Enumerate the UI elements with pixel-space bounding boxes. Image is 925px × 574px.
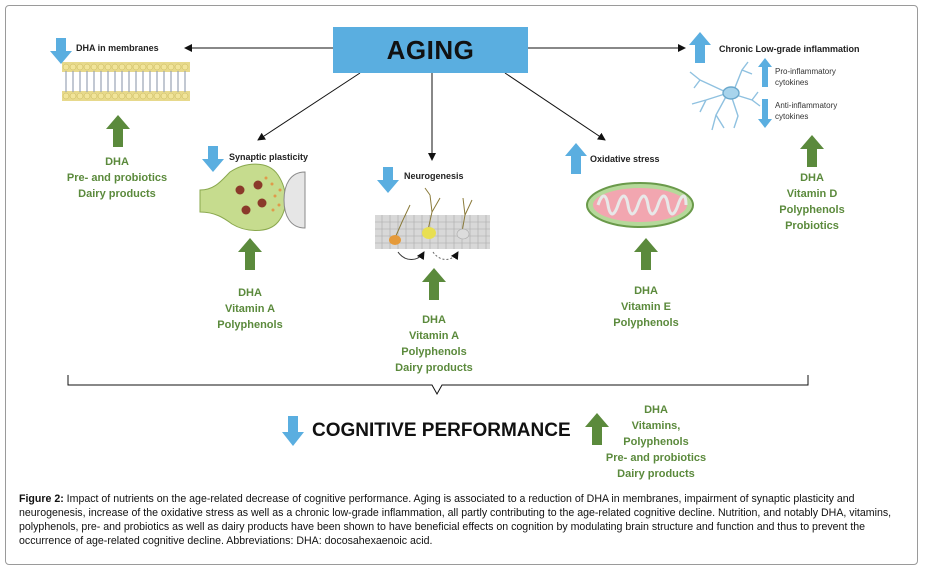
inflammation-nutrients: DHA Vitamin D Polyphenols Probiotics xyxy=(762,170,862,234)
nutrient-item: Polyphenols xyxy=(613,317,679,329)
nutrient-item: Dairy products xyxy=(78,188,156,200)
membranes-nutrients: DHA Pre- and probiotics Dairy products xyxy=(52,154,182,202)
mitochondrion-illustration xyxy=(586,182,694,228)
nutrient-item: Polyphenols xyxy=(623,436,689,448)
nutrient-item: Vitamins, xyxy=(631,420,681,432)
summary-bracket xyxy=(67,375,809,396)
nutrient-item: Vitamin A xyxy=(408,330,460,342)
synaptic-nutrients: DHA Vitamin A Polyphenols xyxy=(200,285,300,333)
nutrient-item: Dairy products xyxy=(617,468,695,480)
aging-box: AGING xyxy=(333,27,528,73)
blue-up-arrows xyxy=(565,32,772,174)
figure-caption: Figure 2: Impact of nutrients on the age… xyxy=(19,492,907,548)
nutrient-item: DHA xyxy=(238,287,262,299)
nutrient-item: Vitamin A xyxy=(224,303,276,315)
nutrient-item: DHA xyxy=(800,172,824,184)
nutrient-item: Probiotics xyxy=(785,220,839,232)
membranes-label: DHA in membranes xyxy=(76,43,159,53)
pro-inflammatory-label: Pro-inflammatory cytokines xyxy=(775,67,836,87)
nutrient-item: Pre- and probiotics xyxy=(66,172,168,184)
neurogenesis-illustration xyxy=(375,187,490,261)
neurogenesis-label: Neurogenesis xyxy=(404,171,464,181)
microglia-illustration xyxy=(689,61,761,131)
nutrient-item: Polyphenols xyxy=(779,204,845,216)
nutrient-item: DHA xyxy=(105,156,129,168)
nutrient-item: Dairy products xyxy=(395,362,473,374)
oxidative-label: Oxidative stress xyxy=(590,154,660,164)
cognitive-performance-label: COGNITIVE PERFORMANCE xyxy=(312,420,571,441)
anti-inflammatory-label: Anti-inflammatory cytokines xyxy=(775,101,838,121)
nutrient-item: Vitamin E xyxy=(621,301,671,313)
nutrient-item: Pre- and probiotics xyxy=(605,452,707,464)
figure-label: Figure 2: xyxy=(19,493,64,505)
synaptic-label: Synaptic plasticity xyxy=(229,152,309,162)
caption-text: Impact of nutrients on the age-related d… xyxy=(19,493,892,547)
cognitive-nutrients: DHA Vitamins, Polyphenols Pre- and probi… xyxy=(600,402,712,482)
oxidative-nutrients: DHA Vitamin E Polyphenols xyxy=(596,283,696,331)
nutrient-item: DHA xyxy=(422,314,446,326)
membrane-bilayer-illustration xyxy=(62,62,190,101)
aging-connectors xyxy=(184,44,686,161)
neurogenesis-nutrients: DHA Vitamin A Polyphenols Dairy products xyxy=(382,312,486,376)
nutrient-item: Polyphenols xyxy=(401,346,467,358)
synapse-illustration xyxy=(199,163,306,231)
blue-down-arrows xyxy=(50,38,772,446)
nutrient-item: DHA xyxy=(634,285,658,297)
nutrient-item: Polyphenols xyxy=(217,319,283,331)
aging-title: AGING xyxy=(386,34,475,65)
inflammation-label: Chronic Low-grade inflammation xyxy=(719,44,860,54)
nutrient-item: DHA xyxy=(644,404,668,416)
green-up-arrows xyxy=(106,115,824,445)
figure-frame xyxy=(5,5,918,565)
nutrient-item: Vitamin D xyxy=(786,188,838,200)
